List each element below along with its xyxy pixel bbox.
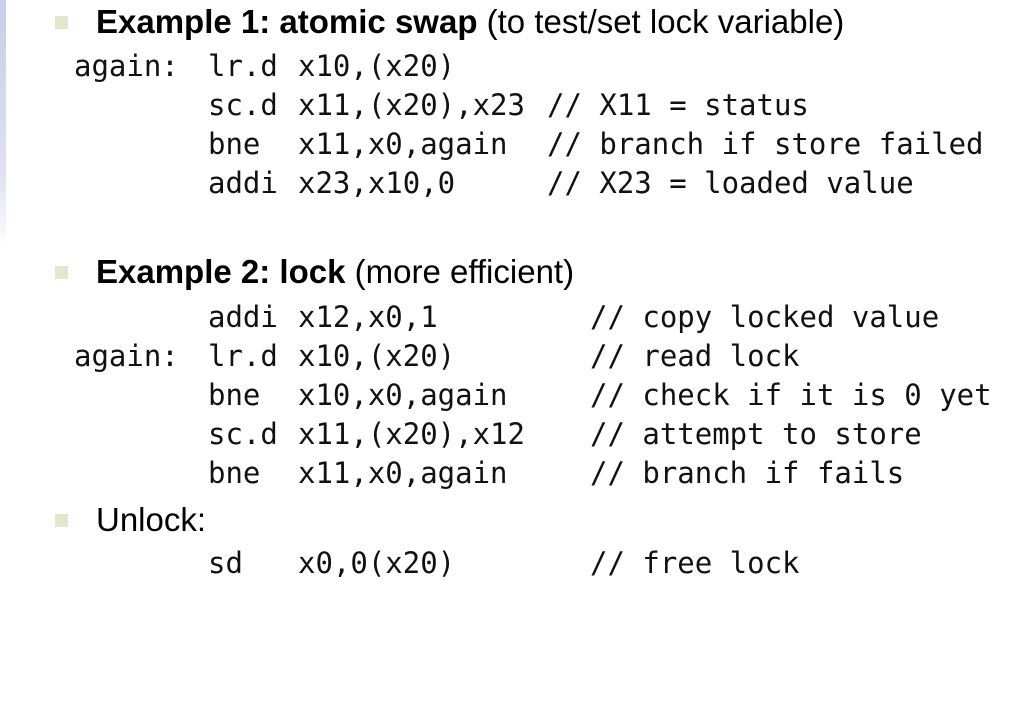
code-opcode: lr.d — [208, 49, 278, 83]
code-line: sc.d x11,(x20),x23 // X11 = status — [0, 87, 1024, 123]
code-operands: x12,x0,1 — [298, 300, 438, 334]
code-comment: // X23 = loaded value — [547, 166, 914, 200]
code-comment: // branch if fails — [590, 456, 905, 490]
code-line: sd x0,0(x20) // free lock — [0, 545, 1024, 581]
square-bullet-icon — [55, 265, 68, 279]
code-opcode: bne — [208, 378, 261, 412]
code-opcode: bne — [208, 127, 261, 161]
unlock-heading: Unlock: — [96, 501, 207, 538]
code-comment: // X11 = status — [547, 88, 809, 122]
code-operands: x11,x0,again — [298, 456, 508, 490]
code-comment: // copy locked value — [590, 300, 940, 334]
example2-heading: Example 2: lock (more efficient) — [96, 252, 574, 292]
code-opcode: sd — [208, 546, 243, 580]
code-line: again: lr.d x10,(x20) // read lock — [0, 338, 1024, 374]
example1-title-bold: Example 1: atomic swap — [96, 3, 478, 40]
example1-title-rest: (to test/set lock variable) — [477, 3, 845, 40]
code-label: again: — [74, 49, 179, 83]
code-operands: x11,(x20),x12 — [298, 417, 525, 451]
code-line: bne x11,x0,again // branch if store fail… — [0, 126, 1024, 162]
code-label: again: — [74, 339, 179, 373]
code-comment: // read lock — [590, 339, 800, 373]
code-comment: // check if it is 0 yet — [590, 378, 992, 412]
code-opcode: lr.d — [208, 339, 278, 373]
code-operands: x0,0(x20) — [298, 546, 456, 580]
example2-title-bold: Example 2: lock — [96, 253, 346, 290]
code-line: addi x12,x0,1 // copy locked value — [0, 299, 1024, 335]
code-comment: // attempt to store — [590, 417, 922, 451]
example1-heading-row: Example 1: atomic swap (to test/set lock… — [55, 2, 844, 42]
code-line: addi x23,x10,0 // X23 = loaded value — [0, 165, 1024, 201]
example1-heading: Example 1: atomic swap (to test/set lock… — [96, 2, 844, 42]
code-line: bne x11,x0,again // branch if fails — [0, 455, 1024, 491]
code-operands: x23,x10,0 — [298, 166, 456, 200]
code-operands: x10,(x20) — [298, 49, 456, 83]
code-operands: x10,(x20) — [298, 339, 456, 373]
example2-heading-row: Example 2: lock (more efficient) — [55, 252, 574, 292]
code-comment: // free lock — [590, 546, 800, 580]
code-opcode: sc.d — [208, 417, 278, 451]
code-opcode: sc.d — [208, 88, 278, 122]
square-bullet-icon — [55, 15, 68, 29]
example2-title-rest: (more efficient) — [345, 253, 575, 290]
code-line: bne x10,x0,again // check if it is 0 yet — [0, 377, 1024, 413]
code-opcode: bne — [208, 456, 261, 490]
code-line: again: lr.d x10,(x20) — [0, 48, 1024, 84]
code-operands: x11,(x20),x23 — [298, 88, 525, 122]
slide-edge-decoration — [0, 0, 6, 250]
code-operands: x11,x0,again — [298, 127, 508, 161]
square-bullet-icon — [55, 513, 68, 527]
code-line: sc.d x11,(x20),x12 // attempt to store — [0, 416, 1024, 452]
code-operands: x10,x0,again — [298, 378, 508, 412]
code-opcode: addi — [208, 166, 278, 200]
unlock-heading-row: Unlock: — [55, 500, 206, 540]
code-comment: // branch if store failed — [547, 127, 984, 161]
code-opcode: addi — [208, 300, 278, 334]
